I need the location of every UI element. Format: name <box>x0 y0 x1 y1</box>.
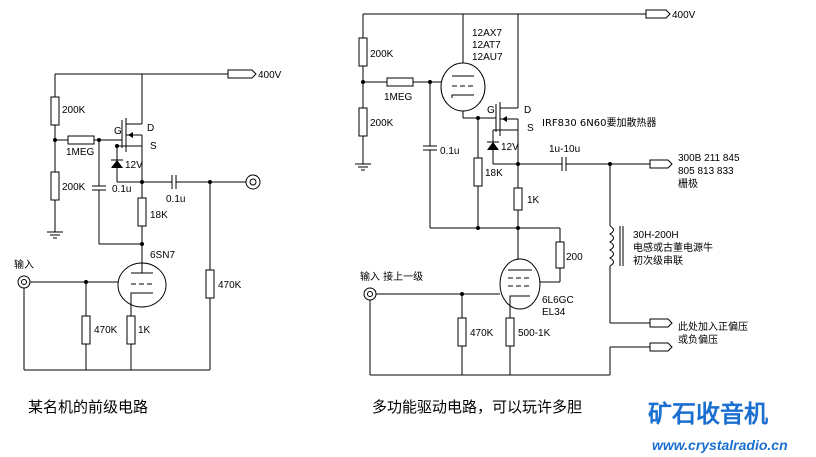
right-tube-label-2: 12AT7 <box>472 40 501 51</box>
left-tube-label: 6SN7 <box>150 250 175 261</box>
left-r-cathode <box>126 315 136 345</box>
left-r-drop-label: 18K <box>150 210 168 221</box>
right-gate-label: G <box>487 105 495 116</box>
right-tube-icon <box>440 62 486 112</box>
right-r-cathode <box>505 317 515 347</box>
right-r-grid-label: 470K <box>470 328 494 339</box>
left-zener-icon <box>111 160 123 168</box>
right-choke-icon <box>608 225 624 267</box>
right-tube-label-1: 12AX7 <box>472 28 502 39</box>
right-choke-note-1: 30H-200H <box>633 230 679 241</box>
right-r-cathode-label: 500-1K <box>518 328 551 339</box>
left-supply-terminal <box>227 69 257 79</box>
right-bias-note-1: 此处加入正偏压 <box>678 320 748 333</box>
right-r-screen-label: 200 <box>566 252 583 263</box>
left-r-gate-label: 1MEG <box>66 147 95 158</box>
left-circuit: 400V 200K 200K 1MEG G D S <box>14 69 282 416</box>
left-source-label: S <box>150 141 157 152</box>
right-r-gate-label: 1MEG <box>384 92 413 103</box>
left-zener-label: 12V <box>125 160 143 171</box>
right-input-label: 输入 接上一级 <box>360 270 423 283</box>
right-mosfet-icon <box>495 102 518 136</box>
left-r-grid <box>81 315 91 345</box>
right-supply-terminal <box>645 9 671 19</box>
right-r-bottom <box>358 107 368 137</box>
right-bias-note-2: 或负偏压 <box>678 333 718 346</box>
left-cap-gate-label: 0.1u <box>112 184 131 195</box>
left-drain-label: D <box>147 123 154 134</box>
right-r-mid-label: 1K <box>527 195 540 206</box>
left-r-top-label: 200K <box>62 105 86 116</box>
right-choke-note-3: 初次级串联 <box>633 254 683 267</box>
right-zener-label: 12V <box>501 142 519 153</box>
left-r-load-label: 470K <box>218 280 242 291</box>
right-tube-label-3: 12AU7 <box>472 52 503 63</box>
left-mosfet-icon <box>121 118 142 152</box>
right-r-gate <box>386 77 414 87</box>
right-out-note-3: 栅极 <box>678 177 698 190</box>
right-drain-label: D <box>524 105 531 116</box>
right-bias-terminal-1 <box>649 318 673 328</box>
left-r-drop <box>137 197 147 227</box>
left-r-grid-label: 470K <box>94 325 118 336</box>
right-tube2-label-1: 6L6GC <box>542 295 574 306</box>
right-r-top <box>358 37 368 67</box>
right-r-top-label: 200K <box>370 49 394 60</box>
left-supply-label: 400V <box>258 70 282 81</box>
right-mosfet-note: IRF830 6N60要加散热器 <box>542 116 656 129</box>
right-r-drop <box>473 157 483 187</box>
right-ground-icon <box>355 163 371 171</box>
left-input-label: 输入 <box>14 258 34 271</box>
right-r-bottom-label: 200K <box>370 118 394 129</box>
left-r-cathode-label: 1K <box>138 325 151 336</box>
right-r-grid <box>457 317 467 347</box>
left-gate-label: G <box>114 126 122 137</box>
right-tube2-label-2: EL34 <box>542 307 566 318</box>
right-cap-bypass-label: 0.1u <box>440 146 459 157</box>
right-cap-coupling-label: 1u-10u <box>549 144 580 155</box>
right-r-drop-label: 18K <box>485 168 503 179</box>
watermark-logo: 矿石收音机 <box>648 400 768 428</box>
left-r-load <box>205 269 215 299</box>
right-supply-label: 400V <box>672 10 696 21</box>
right-out-note-1: 300B 211 845 <box>678 153 740 164</box>
right-output-terminal <box>649 159 673 169</box>
right-r-mid <box>513 187 523 211</box>
right-caption: 多功能驱动电路，可以玩许多胆 <box>372 398 582 416</box>
left-cap-out-label: 0.1u <box>166 194 185 205</box>
right-output-tube-icon <box>499 258 541 310</box>
right-source-label: S <box>527 123 534 134</box>
left-r-gate <box>67 135 95 145</box>
right-r-screen <box>555 241 565 269</box>
right-choke-note-2: 电感或古董电源牛 <box>633 241 713 254</box>
watermark-url: www.crystalradio.cn <box>652 437 788 453</box>
left-ground-icon <box>47 231 63 239</box>
right-circuit: 400V 200K 200K 1MEG 12AX7 12A <box>355 9 748 416</box>
right-zener-icon <box>487 142 499 150</box>
left-r-bottom <box>50 171 60 201</box>
right-out-note-2: 805 813 833 <box>678 166 734 177</box>
left-caption: 某名机的前级电路 <box>28 398 148 416</box>
left-r-bottom-label: 200K <box>62 182 86 193</box>
right-bias-terminal-2 <box>649 342 673 352</box>
left-r-top <box>50 96 60 126</box>
